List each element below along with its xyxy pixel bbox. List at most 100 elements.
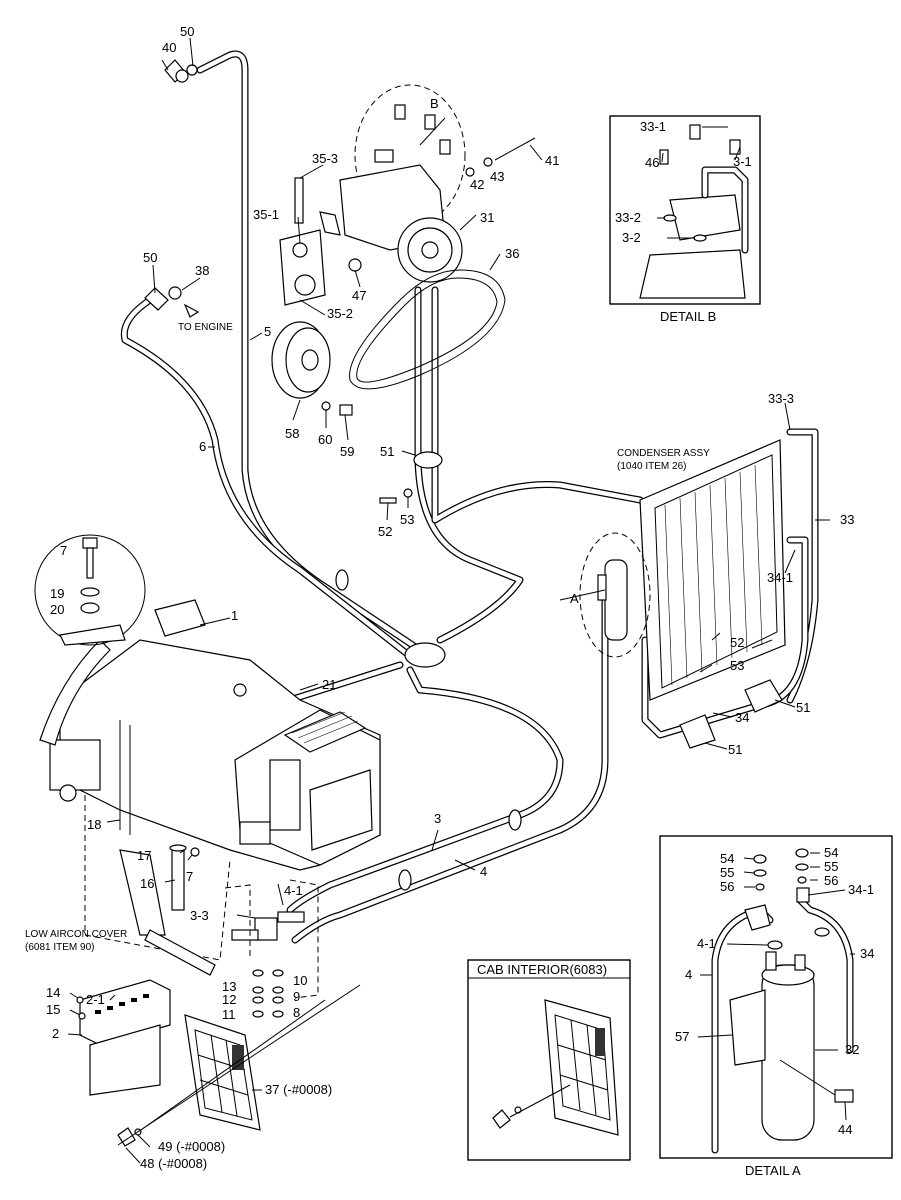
to-engine-label: TO ENGINE bbox=[178, 322, 233, 333]
pipe-clamps bbox=[335, 451, 783, 891]
callout-43: 43 bbox=[490, 169, 504, 184]
callout-47: 47 bbox=[352, 288, 366, 303]
callout-33: 33 bbox=[840, 512, 854, 527]
callout-33-1: 33-1 bbox=[640, 119, 666, 134]
detail-a-label: DETAIL A bbox=[745, 1163, 801, 1178]
callout-16: 16 bbox=[140, 876, 154, 891]
arrow-icon bbox=[183, 303, 200, 318]
callout-a: A bbox=[570, 591, 579, 606]
callout-35-2: 35-2 bbox=[327, 306, 353, 321]
callout-10: 10 bbox=[293, 973, 307, 988]
callout-12: 12 bbox=[222, 992, 236, 1007]
callout-11: 11 bbox=[222, 1007, 236, 1022]
cab-interior-label: CAB INTERIOR(6083) bbox=[477, 962, 607, 977]
callout-48: 48 (-#0008) bbox=[140, 1156, 207, 1171]
callout-34-1: 34-1 bbox=[767, 570, 793, 585]
callout-4-1b: 4-1 bbox=[697, 936, 716, 951]
callout-1: 1 bbox=[231, 608, 238, 623]
callout-50: 50 bbox=[143, 250, 157, 265]
condenser-label-2: (1040 ITEM 26) bbox=[617, 461, 686, 472]
callout-2: 2 bbox=[52, 1026, 59, 1041]
callout-34b: 34 bbox=[860, 946, 874, 961]
callout-7b: 7 bbox=[186, 869, 193, 884]
receiver-drier-a bbox=[579, 532, 651, 658]
callout-33-2: 33-2 bbox=[615, 210, 641, 225]
callout-3-2: 3-2 bbox=[622, 230, 641, 245]
callout-52: 52 bbox=[378, 524, 392, 539]
callout-58: 58 bbox=[285, 426, 299, 441]
callout-50-top: 50 bbox=[180, 24, 194, 39]
callout-14: 14 bbox=[46, 985, 60, 1000]
callout-3-1: 3-1 bbox=[733, 154, 752, 169]
callout-41: 41 bbox=[545, 153, 559, 168]
callout-4b: 4 bbox=[685, 967, 692, 982]
refrigerant-pipes bbox=[120, 50, 819, 944]
bolt-41 bbox=[465, 137, 536, 177]
pulley-58 bbox=[271, 321, 353, 416]
callout-2-1: 2-1 bbox=[86, 992, 105, 1007]
callout-35-3: 35-3 bbox=[312, 151, 338, 166]
callout-57: 57 bbox=[675, 1029, 689, 1044]
condenser-label-1: CONDENSER ASSY bbox=[617, 448, 710, 459]
bolt-inset bbox=[34, 534, 146, 646]
valve-block bbox=[231, 911, 305, 1018]
callout-32: 32 bbox=[845, 1042, 859, 1057]
low-aircon-cover bbox=[119, 849, 216, 976]
callout-34: 34 bbox=[735, 710, 749, 725]
detail-b-box bbox=[609, 115, 761, 305]
fitting-40-50 bbox=[144, 59, 200, 318]
callout-60: 60 bbox=[318, 432, 332, 447]
callout-56b: 56 bbox=[824, 873, 838, 888]
callout-8: 8 bbox=[293, 1005, 300, 1020]
callout-9: 9 bbox=[293, 989, 300, 1004]
callout-53b: 53 bbox=[730, 658, 744, 673]
callout-51b: 51 bbox=[796, 700, 810, 715]
callout-21: 21 bbox=[322, 677, 336, 692]
callout-35-1: 35-1 bbox=[253, 207, 279, 222]
callout-17: 17 bbox=[137, 848, 151, 863]
condenser bbox=[639, 439, 786, 701]
drain-hose bbox=[169, 844, 200, 911]
callout-19: 19 bbox=[50, 586, 64, 601]
bracket-35 bbox=[279, 177, 326, 306]
callout-37: 37 (-#0008) bbox=[265, 1082, 332, 1097]
callout-51: 51 bbox=[380, 444, 394, 459]
detail-b-label: DETAIL B bbox=[660, 309, 716, 324]
callout-6: 6 bbox=[199, 439, 206, 454]
callout-54b: 54 bbox=[824, 845, 838, 860]
callout-3-3: 3-3 bbox=[190, 908, 209, 923]
cab-interior-box bbox=[467, 959, 631, 1161]
callout-38: 38 bbox=[195, 263, 209, 278]
low-aircon-label-1: LOW AIRCON COVER bbox=[25, 929, 127, 940]
callout-33-3: 33-3 bbox=[768, 391, 794, 406]
hvac-unit bbox=[39, 599, 381, 871]
callout-51c: 51 bbox=[728, 742, 742, 757]
control-panel bbox=[76, 979, 171, 1096]
callout-56: 56 bbox=[720, 879, 734, 894]
callout-59: 59 bbox=[340, 444, 354, 459]
callout-5: 5 bbox=[264, 324, 271, 339]
callout-3: 3 bbox=[434, 811, 441, 826]
part-callouts: 40 50 50 38 5 6 35-3 35-1 47 35-2 31 41 … bbox=[46, 24, 874, 1171]
callout-36: 36 bbox=[505, 246, 519, 261]
callout-53: 53 bbox=[400, 512, 414, 527]
bolt-52-53 bbox=[379, 488, 413, 504]
callout-44: 44 bbox=[838, 1122, 852, 1137]
callout-b: B bbox=[430, 96, 439, 111]
callout-55: 55 bbox=[720, 865, 734, 880]
callout-15: 15 bbox=[46, 1002, 60, 1017]
callout-54: 54 bbox=[720, 851, 734, 866]
callout-55b: 55 bbox=[824, 859, 838, 874]
callout-42: 42 bbox=[470, 177, 484, 192]
callout-52b: 52 bbox=[730, 635, 744, 650]
callout-4-1: 4-1 bbox=[284, 883, 303, 898]
leader-lines bbox=[67, 37, 830, 1164]
callout-4: 4 bbox=[480, 864, 487, 879]
low-aircon-label-2: (6081 ITEM 90) bbox=[25, 942, 94, 953]
callout-49: 49 (-#0008) bbox=[158, 1139, 225, 1154]
compressor bbox=[319, 84, 506, 390]
callout-13: 13 bbox=[222, 979, 236, 994]
callout-7: 7 bbox=[60, 543, 67, 558]
detail-a-box bbox=[659, 835, 893, 1159]
callout-18: 18 bbox=[87, 817, 101, 832]
